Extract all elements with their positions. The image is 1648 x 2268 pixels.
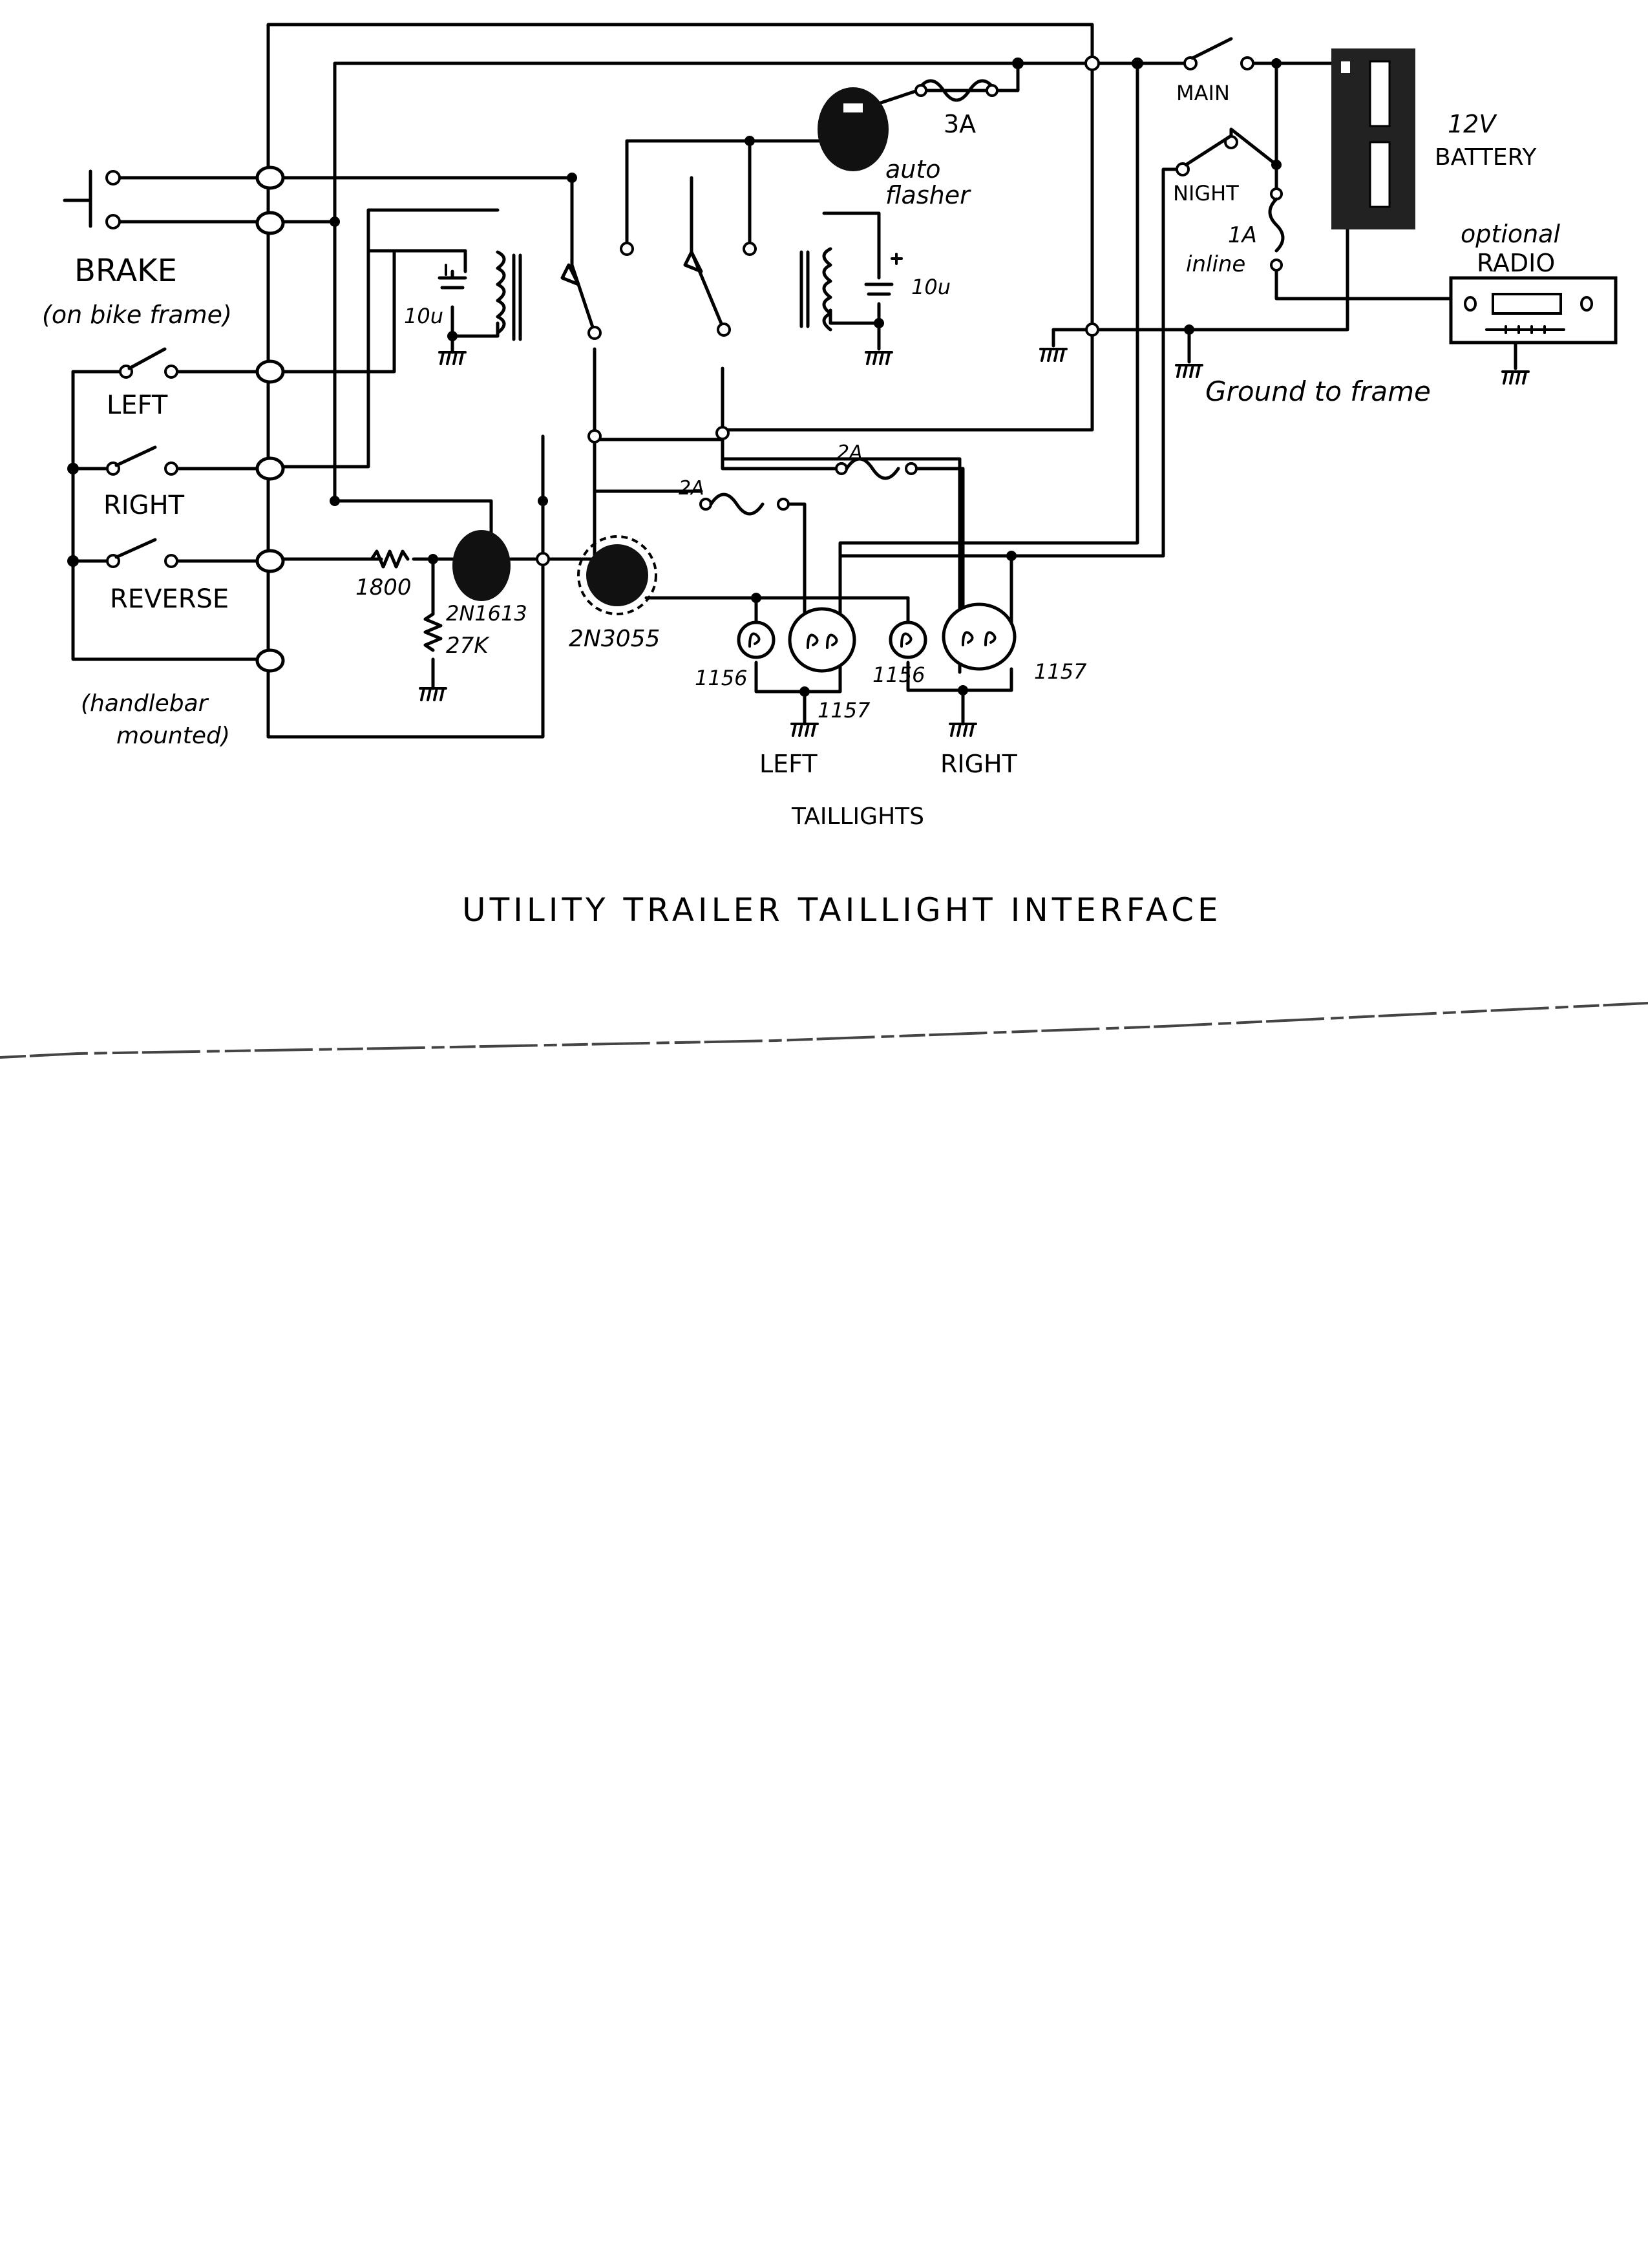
auto-flasher-label-2: flasher	[885, 181, 971, 209]
brake-note-label: (on bike frame)	[42, 301, 232, 329]
bulb-1156-left	[737, 620, 776, 659]
battery-label-1: 12V	[1448, 110, 1497, 138]
right-switch	[67, 445, 178, 476]
fuse-1a	[1268, 187, 1285, 271]
transistor-2n1613	[452, 530, 511, 601]
battery	[1331, 48, 1415, 229]
junction-dots	[330, 217, 1194, 697]
handlebar-note-1: (handlebar	[81, 690, 209, 717]
handlebar-note-2: mounted)	[116, 723, 230, 749]
main-switch-label: MAIN	[1176, 81, 1230, 105]
resistor-27k-label: 27K	[446, 633, 490, 659]
cap-right-label: 10u	[911, 275, 951, 299]
transistor-2n3055-label: 2N3055	[569, 626, 660, 652]
resistor-27k	[423, 612, 443, 652]
bulb-1157-left	[788, 607, 856, 673]
fuse-2a-left	[699, 493, 790, 516]
reverse-switch-label: REVERSE	[110, 584, 229, 614]
right-taillight-label: RIGHT	[940, 750, 1018, 778]
radio	[1449, 276, 1618, 370]
transistor-2n3055	[577, 535, 657, 615]
fuse-1a-label: 1A	[1228, 222, 1257, 248]
right-relay	[620, 136, 903, 337]
fuse-3a-label: 3A	[944, 110, 976, 138]
resistor-1800	[370, 549, 410, 569]
bulb-1156-right-label: 1156	[872, 662, 925, 687]
main-switch	[1084, 37, 1282, 71]
left-switch	[119, 347, 178, 379]
terminal-block	[255, 165, 285, 673]
left-taillight-label: LEFT	[759, 750, 818, 778]
fuse-2a-right-label: 2A	[837, 441, 863, 464]
right-switch-label: RIGHT	[103, 491, 185, 520]
resistor-1800-label: 1800	[355, 575, 412, 600]
cap-left-label: 10u	[404, 304, 443, 328]
bulb-1156-right	[889, 620, 927, 659]
night-switch	[1176, 134, 1282, 176]
auto-flasher-label-1: auto	[885, 155, 941, 184]
battery-label-2: BATTERY	[1435, 144, 1537, 171]
wiring	[71, 23, 1453, 739]
brake-switch	[63, 169, 121, 229]
left-switch-label: LEFT	[107, 390, 168, 420]
diagram-title: UTILITY TRAILER TAILLIGHT INTERFACE	[462, 891, 1222, 929]
night-switch-label: NIGHT	[1173, 181, 1239, 206]
bulb-1157-left-label: 1157	[818, 698, 871, 723]
bulb-1156-left-label: 1156	[695, 666, 747, 690]
bulb-1157-right-label: 1157	[1034, 659, 1087, 684]
inline-fuse-label: inline	[1186, 251, 1245, 277]
ground-frame-label: Ground to frame	[1205, 376, 1431, 407]
bulb-1157-right	[942, 602, 1017, 671]
fuse-2a-right	[835, 457, 918, 480]
ground-symbols	[419, 348, 1530, 737]
left-relay	[438, 173, 602, 341]
fuse-3a	[914, 58, 1024, 102]
reverse-switch	[67, 538, 178, 568]
brake-label: BRAKE	[74, 253, 177, 289]
auto-flasher	[818, 87, 889, 171]
transistor-2n1613-label: 2N1613	[446, 601, 527, 626]
page-edge-line	[0, 1002, 1648, 1059]
radio-label-1: optional	[1461, 220, 1560, 248]
fuse-2a-left-label: 2A	[679, 477, 704, 500]
taillights-label: TAILLIGHTS	[791, 803, 924, 830]
radio-label-2: RADIO	[1477, 249, 1555, 277]
